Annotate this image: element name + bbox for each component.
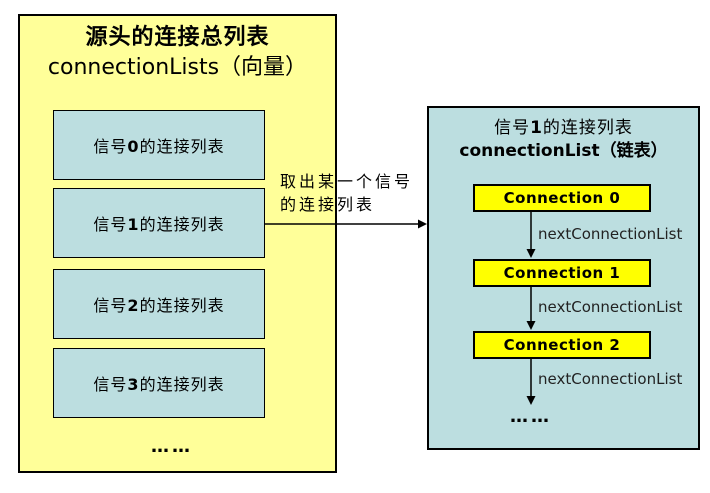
connection-2-node: Connection 2 [473, 331, 651, 359]
right-panel-title-line1: 信号1的连接列表 [494, 118, 633, 138]
fetch-annotation-line2: 的连接列表 [280, 195, 376, 214]
signal-0-list-box: 信号0的连接列表 [53, 110, 265, 180]
next-connection-list-label-0: nextConnectionList [538, 225, 683, 243]
signal-2-list-label: 信号2的连接列表 [93, 296, 225, 315]
signal-0-list-label: 信号0的连接列表 [93, 137, 225, 156]
left-panel-title-line1: 源头的连接总列表 [85, 25, 270, 50]
right-panel-title-line2: connectionList（链表） [459, 141, 668, 161]
fetch-annotation-line1: 取出某一个信号 [280, 172, 414, 191]
signal-3-list-label: 信号3的连接列表 [93, 375, 225, 394]
next-connection-list-label-1: nextConnectionList [538, 298, 683, 316]
signal-1-list-box: 信号1的连接列表 [53, 188, 265, 258]
signal-2-list-box: 信号2的连接列表 [53, 269, 265, 339]
connection-1-node: Connection 1 [473, 259, 651, 287]
signal-3-list-box: 信号3的连接列表 [53, 348, 265, 418]
connection-lists-panel: 源头的连接总列表 connectionLists（向量） 信号0的连接列表 信号… [18, 14, 337, 473]
left-panel-title-line2: connectionLists（向量） [47, 55, 308, 80]
next-connection-list-label-2: nextConnectionList [538, 370, 683, 388]
right-panel-ellipsis: …… [510, 406, 552, 427]
signal-1-list-label: 信号1的连接列表 [93, 215, 225, 234]
left-panel-ellipsis: …… [151, 436, 193, 457]
fetch-annotation: 取出某一个信号 的连接列表 [280, 170, 413, 216]
connection-0-node: Connection 0 [473, 184, 651, 212]
connection-list-panel: 信号1的连接列表 connectionList（链表） Connection 0… [427, 106, 700, 450]
